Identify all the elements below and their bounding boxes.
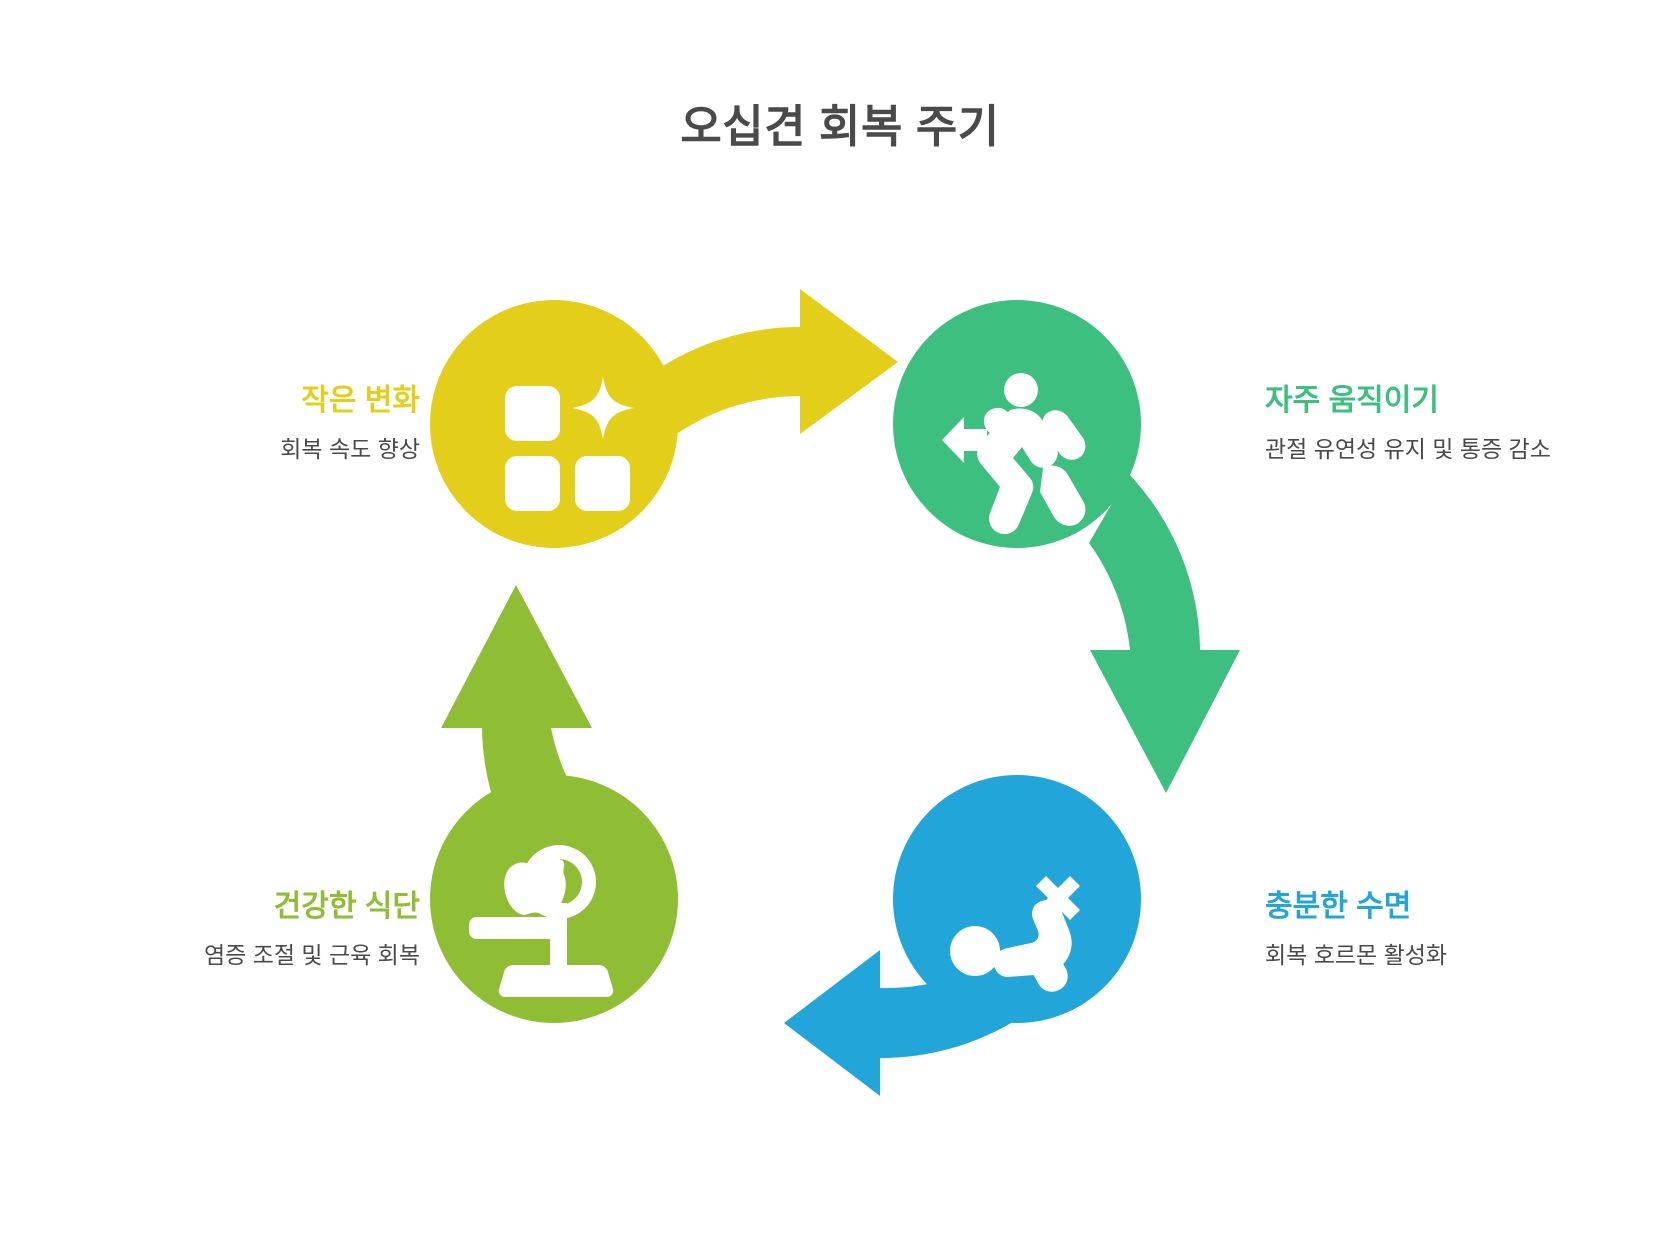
sleeping-moon-icon [950, 855, 1080, 992]
node-desc-diet: 염증 조절 및 근육 회복 [203, 941, 420, 968]
node-circle-move[interactable] [893, 300, 1141, 548]
apple-scale-icon [469, 845, 614, 997]
node-title-sleep: 충분한 수면 [1265, 890, 1412, 923]
node-desc-sleep: 회복 호르몬 활성화 [1265, 941, 1448, 968]
node-label-change: 작은 변화 회복 속도 향상 [90, 382, 420, 465]
node-circle-diet[interactable] [430, 775, 678, 1023]
running-person-icon [942, 373, 1086, 534]
arrow-move-to-sleep [1089, 474, 1240, 793]
sparkle-grid-icon [505, 377, 634, 511]
node-label-sleep: 충분한 수면 회복 호르몬 활성화 [1265, 888, 1595, 971]
node-title-change: 작은 변화 [301, 384, 420, 417]
node-desc-change: 회복 속도 향상 [280, 435, 420, 462]
arrow-change-to-move [655, 289, 898, 434]
page-title: 오십견 회복 주기 [680, 101, 1000, 152]
node-label-diet: 건강한 식단 염증 조절 및 근육 회복 [90, 888, 420, 971]
node-desc-move: 관절 유연성 유지 및 통증 감소 [1265, 435, 1551, 462]
node-title-move: 자주 움직이기 [1265, 384, 1439, 417]
node-title-diet: 건강한 식단 [273, 890, 420, 923]
node-circle-change[interactable] [430, 300, 678, 548]
node-circle-sleep[interactable] [893, 775, 1141, 1023]
node-label-move: 자주 움직이기 관절 유연성 유지 및 통증 감소 [1265, 382, 1595, 465]
